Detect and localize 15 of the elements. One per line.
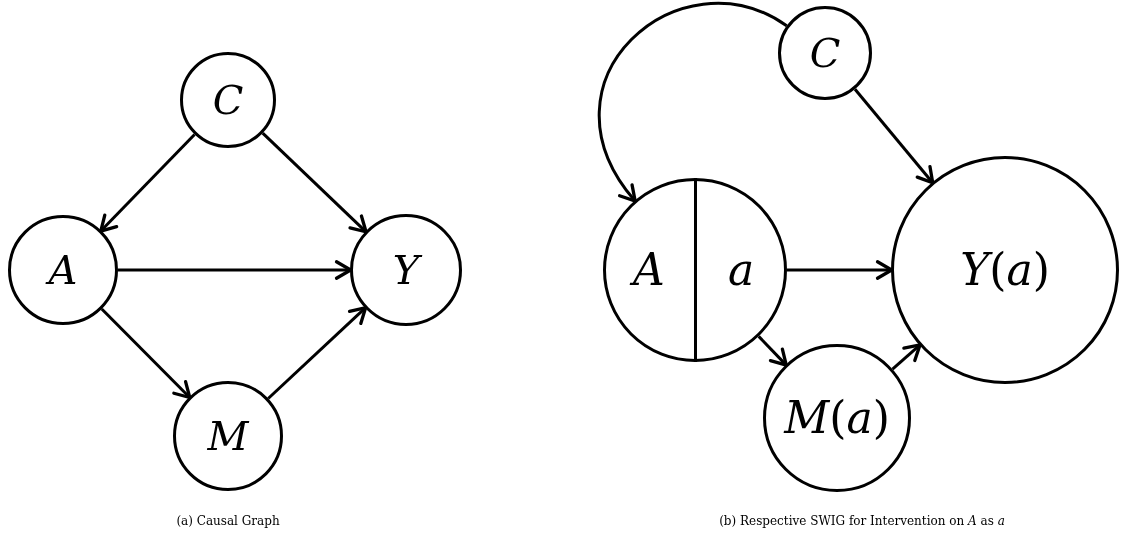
node-label: a: [727, 248, 755, 292]
arrow: [99, 133, 196, 233]
arrow: [261, 132, 368, 234]
arrow: [853, 88, 935, 185]
figure-caption: (b) Respective SWIG for Intervention on A as a: [719, 514, 1005, 528]
node-label: Y(a): [960, 248, 1050, 292]
node-label: M: [207, 416, 249, 456]
node-label: C: [212, 80, 244, 120]
node-label: M(a): [784, 396, 890, 440]
arrow: [267, 306, 368, 400]
arrow: [100, 307, 192, 400]
node-label: C: [809, 33, 841, 73]
arrow: [757, 335, 788, 367]
figure-caption: (a) Causal Graph: [176, 514, 280, 528]
arrow: [597, 2, 788, 203]
